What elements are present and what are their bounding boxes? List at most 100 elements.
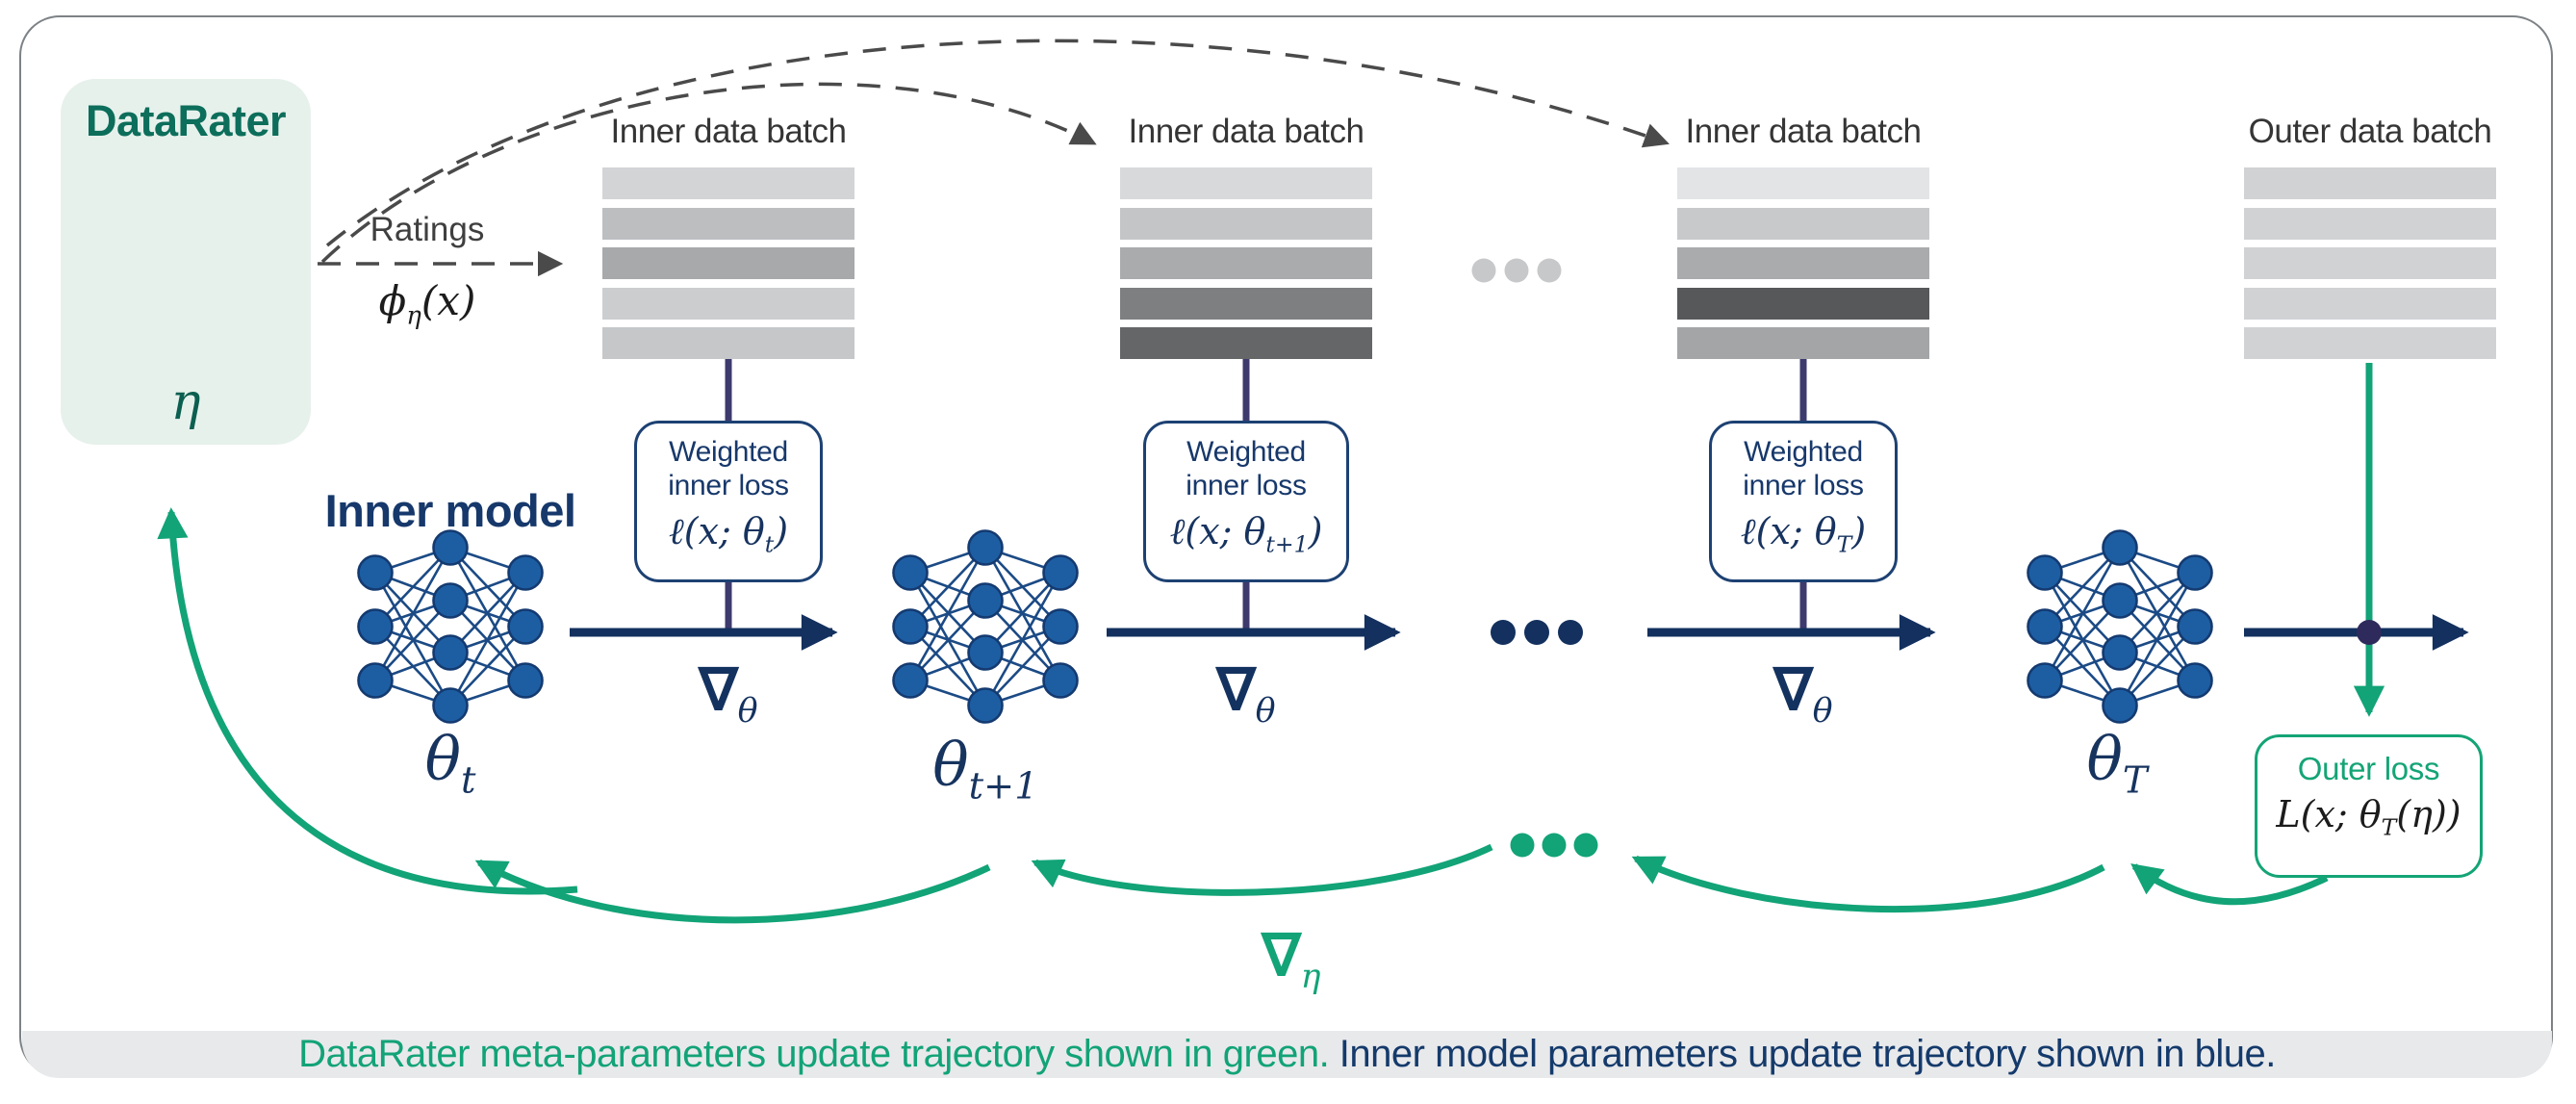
outer-batch-bars [2244, 167, 2496, 368]
meta-arrow-thetaT-to-dots [1631, 855, 2105, 913]
data-example-bar [602, 287, 854, 320]
data-example-bar [1120, 167, 1372, 199]
meta-update-ellipsis-dots [1510, 833, 1598, 858]
batch-ellipsis-dots [1471, 258, 1562, 283]
theta-t1-label: θt+1 [932, 730, 1038, 809]
network-node [2102, 634, 2138, 671]
data-example-bar [2244, 207, 2496, 240]
ratings-formula: ϕη(x) [331, 277, 523, 330]
nabla-theta-label-1: ∇θ [699, 657, 758, 731]
network-node [432, 634, 469, 671]
nabla-theta-label-2: ∇θ [1216, 657, 1276, 731]
batch3-bars [1677, 167, 1929, 368]
network-node [2027, 554, 2063, 591]
batch1-bars [602, 167, 854, 368]
batch1-label: Inner data batch [610, 113, 847, 150]
network-node [432, 687, 469, 724]
weighted-loss-formula: ℓ(x; θt) [668, 510, 789, 558]
data-example-bar [1120, 327, 1372, 359]
network-node [2177, 608, 2213, 645]
network-node [967, 582, 1004, 619]
network-node [892, 554, 929, 591]
outer-loss-formula: L(x; θT(η)) [2276, 793, 2461, 841]
network-node [432, 582, 469, 619]
caption-bar: DataRater meta-parameters update traject… [22, 1031, 2552, 1078]
ratings-arc-to-batch3 [325, 39, 1670, 247]
network-node [1042, 554, 1079, 591]
datarater-panel [61, 79, 311, 445]
datarater-param-label: η [170, 373, 201, 431]
data-example-bar [1120, 207, 1372, 240]
data-example-bar [2244, 247, 2496, 279]
network-node [892, 662, 929, 699]
data-example-bar [1677, 167, 1929, 199]
inner-update-ellipsis-dots [1491, 620, 1583, 645]
ratings-label: Ratings [370, 211, 485, 248]
data-example-bar [602, 167, 854, 199]
network-node [2102, 687, 2138, 724]
ratings-formula-symbol: ϕ [378, 277, 407, 324]
inner-model-label: Inner model [324, 485, 576, 536]
network-node [2102, 529, 2138, 566]
network-node [507, 554, 544, 591]
datarater-title: DataRater [85, 96, 287, 145]
data-example-bar [1677, 207, 1929, 240]
network-node [507, 608, 544, 645]
batch2-bars [1120, 167, 1372, 368]
data-example-bar [1120, 287, 1372, 320]
ratings-arc-to-batch2 [320, 82, 1097, 264]
nabla-eta-label: ∇η [1262, 923, 1321, 996]
outer-loss-junction-dot [2357, 620, 2382, 645]
ratings-formula-args: (x) [421, 277, 476, 324]
data-example-bar [602, 207, 854, 240]
network-node [357, 662, 394, 699]
network-node [892, 608, 929, 645]
inner-model-network-theta-T [2027, 529, 2213, 724]
network-node [2177, 554, 2213, 591]
network-node [967, 529, 1004, 566]
outer-batch-label: Outer data batch [2248, 113, 2492, 150]
network-node [2102, 582, 2138, 619]
data-example-bar [2244, 287, 2496, 320]
meta-arrow-dots-to-theta-t1 [1031, 843, 1493, 896]
caption-blue-text: Inner model parameters update trajectory… [1329, 1033, 2277, 1075]
weighted-loss-formula: ℓ(x; θt+1) [1169, 510, 1323, 558]
network-node [1042, 662, 1079, 699]
network-node [967, 634, 1004, 671]
network-node [2027, 608, 2063, 645]
network-node [357, 554, 394, 591]
network-node [2177, 662, 2213, 699]
inner-model-network-theta-t [357, 529, 544, 724]
data-example-bar [1120, 247, 1372, 279]
data-example-bar [2244, 167, 2496, 199]
data-example-bar [2244, 327, 2496, 359]
batch2-label: Inner data batch [1128, 113, 1365, 150]
data-example-bar [602, 247, 854, 279]
network-node [432, 529, 469, 566]
batch3-label: Inner data batch [1685, 113, 1922, 150]
caption-green-text: DataRater meta-parameters update traject… [298, 1033, 1330, 1075]
network-node [967, 687, 1004, 724]
network-node [507, 662, 544, 699]
network-node [2027, 662, 2063, 699]
nabla-theta-label-3: ∇θ [1773, 657, 1833, 731]
ratings-formula-sub: η [406, 301, 421, 331]
data-example-bar [602, 327, 854, 359]
theta-T-label: θT [2086, 724, 2148, 803]
theta-t-label: θt [424, 724, 476, 803]
data-example-bar [1677, 327, 1929, 359]
outer-loss-box: Outer loss L(x; θT(η)) [2255, 734, 2483, 878]
meta-arrow-outerloss-to-thetaT [2130, 863, 2329, 906]
data-example-bar [1677, 287, 1929, 320]
network-node [357, 608, 394, 645]
network-node [1042, 608, 1079, 645]
data-example-bar [1677, 247, 1929, 279]
inner-model-network-theta-t1 [892, 529, 1079, 724]
weighted-loss-formula: ℓ(x; θT) [1740, 510, 1867, 558]
